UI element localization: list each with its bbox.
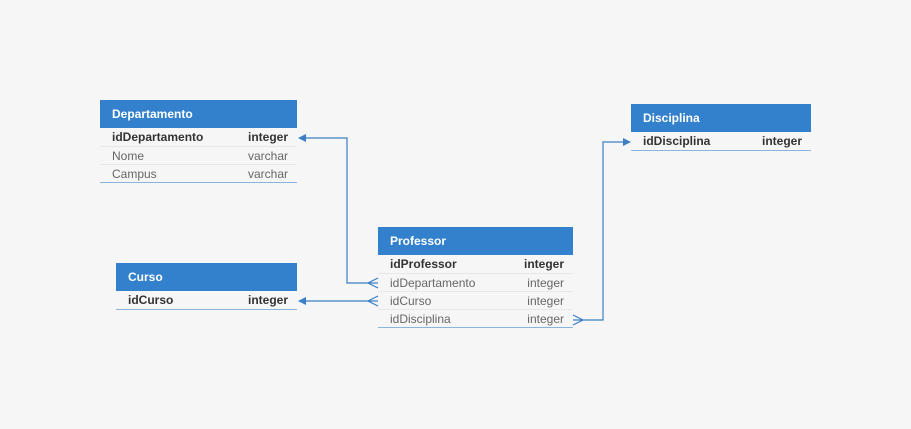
table-departamento[interactable]: Departamento idDepartamento integer Nome… (100, 100, 297, 183)
column-type: varchar (247, 149, 288, 163)
column-row-iddepartamento[interactable]: idDepartamento integer (378, 273, 573, 291)
column-type: varchar (247, 167, 288, 181)
table-professor[interactable]: Professor idProfessor integer idDepartam… (378, 227, 573, 328)
column-name: Nome (112, 149, 145, 163)
table-title[interactable]: Curso (116, 263, 297, 291)
column-name: idProfessor (390, 257, 457, 271)
column-row-idcurso[interactable]: idCurso integer (378, 291, 573, 309)
column-type: integer (527, 276, 564, 290)
column-name: idCurso (390, 294, 432, 308)
column-type: integer (523, 257, 564, 271)
column-name: idDepartamento (390, 276, 476, 290)
column-row-idprofessor[interactable]: idProfessor integer (378, 255, 573, 273)
column-name: Campus (112, 167, 157, 181)
crows-foot-icon (572, 314, 585, 326)
column-row-iddepartamento[interactable]: idDepartamento integer (100, 128, 297, 146)
table-columns: idCurso integer (116, 291, 297, 310)
column-row-iddisciplina[interactable]: idDisciplina integer (378, 309, 573, 327)
column-row-iddisciplina[interactable]: idDisciplina integer (631, 132, 811, 150)
column-type: integer (527, 312, 564, 326)
arrowhead-icon (298, 297, 306, 305)
table-curso[interactable]: Curso idCurso integer (116, 263, 297, 310)
arrowhead-icon (298, 134, 306, 142)
arrowhead-icon (623, 138, 631, 146)
relationship-professor-disciplina[interactable] (573, 141, 630, 321)
column-type: integer (761, 134, 802, 148)
table-title[interactable]: Professor (378, 227, 573, 255)
crows-foot-icon (366, 277, 379, 289)
column-name: idCurso (128, 293, 174, 307)
column-row-campus[interactable]: Campus varchar (100, 164, 297, 182)
column-name: idDepartamento (112, 130, 204, 144)
column-type: integer (527, 294, 564, 308)
table-title[interactable]: Disciplina (631, 104, 811, 132)
table-title[interactable]: Departamento (100, 100, 297, 128)
column-row-idcurso[interactable]: idCurso integer (116, 291, 297, 309)
column-type: integer (247, 130, 288, 144)
column-row-nome[interactable]: Nome varchar (100, 146, 297, 164)
column-name: idDisciplina (643, 134, 711, 148)
column-name: idDisciplina (390, 312, 451, 326)
table-columns: idDisciplina integer (631, 132, 811, 151)
table-columns: idDepartamento integer Nome varchar Camp… (100, 128, 297, 183)
table-disciplina[interactable]: Disciplina idDisciplina integer (631, 104, 811, 151)
relationship-professor-departamento[interactable] (299, 137, 378, 284)
table-columns: idProfessor integer idDepartamento integ… (378, 255, 573, 328)
crows-foot-icon (366, 295, 379, 307)
column-type: integer (247, 293, 288, 307)
